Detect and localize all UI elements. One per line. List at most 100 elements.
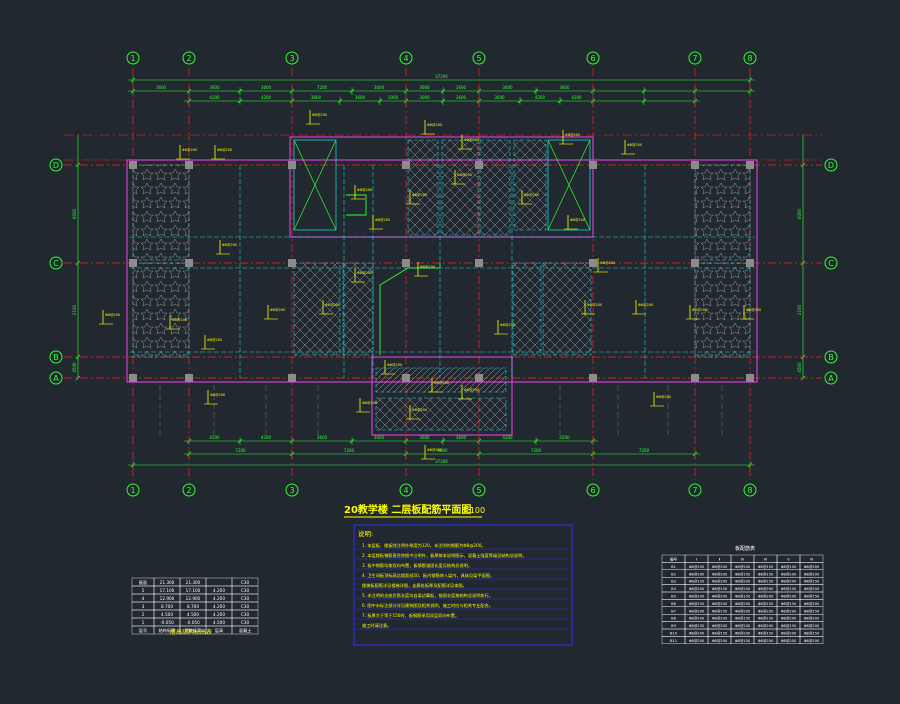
rebar-label-12: Φ8@200 bbox=[325, 303, 340, 307]
rebar-cell-text: Φ8@200 bbox=[735, 580, 751, 584]
rebar-cell-text: Ⅲ bbox=[741, 558, 744, 562]
rebar-label-13: Φ8@200 bbox=[357, 271, 372, 275]
rebar-cell-text: Φ8@200 bbox=[689, 639, 705, 643]
rebar-label-19: Φ8@200 bbox=[746, 308, 761, 312]
level-cell-text: 4.500 bbox=[187, 612, 199, 617]
rebar-cell-text: Φ8@200 bbox=[689, 587, 705, 591]
rebar-cell-text: Φ8@200 bbox=[735, 602, 751, 606]
rebar-cell-text: Φ8@200 bbox=[712, 602, 728, 606]
level-cell-text: C30 bbox=[241, 604, 250, 609]
rebar-label-22: Φ8@200 bbox=[375, 218, 390, 222]
slab-canopy bbox=[375, 367, 507, 393]
level-cell-text: 4.200 bbox=[213, 596, 225, 601]
rebar-cell-text: Φ8@200 bbox=[712, 580, 728, 584]
rebar-label-1: Φ8@200 bbox=[312, 113, 327, 117]
axis-bubble-2-bottom bbox=[182, 483, 196, 497]
axis-label-D: D bbox=[53, 161, 59, 170]
dim-right-text: 2100 bbox=[797, 304, 802, 315]
rebar-cell-text: B5 bbox=[671, 595, 676, 599]
axis-bubble-7-top bbox=[688, 51, 702, 65]
column bbox=[475, 259, 483, 267]
stair-line-top bbox=[346, 194, 367, 216]
level-table-caption: 层高结构标高表 bbox=[170, 628, 212, 636]
axis-bubble-A-left bbox=[49, 371, 63, 385]
axis-label-5: 5 bbox=[476, 54, 481, 63]
level-cell-text: 4.200 bbox=[213, 604, 225, 609]
level-cell-text: -0.050 bbox=[160, 620, 174, 625]
level-cell-text: 8.700 bbox=[161, 604, 173, 609]
dim-right-text: 6000 bbox=[797, 208, 802, 219]
rebar-cell-text: Φ8@150 bbox=[758, 572, 774, 576]
notes-line-4: 4. 卫生间板顶标高比楼面低50，板内钢筋伸入梁内，具体见梁平面图， bbox=[362, 572, 494, 579]
rebar-cell-text: B1 bbox=[671, 565, 676, 569]
rebar-cell-text: Φ8@200 bbox=[712, 624, 728, 628]
column bbox=[402, 374, 410, 382]
column bbox=[589, 161, 597, 169]
axis-label-1: 1 bbox=[130, 486, 135, 495]
level-cell bbox=[231, 625, 259, 635]
slab-corridor-left bbox=[342, 262, 374, 356]
column bbox=[185, 374, 193, 382]
dim-bottom-mid-text: 7200 bbox=[235, 448, 246, 453]
rebar-cell-text: Φ8@200 bbox=[781, 609, 797, 613]
axis-label-3: 3 bbox=[289, 54, 294, 63]
core-upper-wall bbox=[289, 136, 594, 238]
dim-top-upper-text: 3600 bbox=[209, 85, 220, 90]
rebar-label-6: Φ8@200 bbox=[182, 148, 197, 152]
rebar-cell-text: Ⅵ bbox=[810, 558, 813, 562]
rebar-label-10: Φ8@200 bbox=[105, 313, 120, 317]
axis-label-B: B bbox=[53, 353, 59, 362]
dim-bottom-upper-text: 3600 bbox=[419, 435, 430, 440]
dim-bottom-upper-text: 4200 bbox=[209, 435, 220, 440]
slab-corridor-right bbox=[512, 262, 542, 356]
rebar-label-4: Φ8@200 bbox=[565, 133, 580, 137]
shaft-right bbox=[547, 139, 591, 231]
rebar-cell-text: Φ8@150 bbox=[758, 580, 774, 584]
rebar-cell-text: Φ8@200 bbox=[781, 572, 797, 576]
axis-label-7: 7 bbox=[692, 486, 697, 495]
axis-label-2: 2 bbox=[186, 54, 191, 63]
rebar-cell-text: Φ8@200 bbox=[758, 609, 774, 613]
dim-top-lower-text: 3600 bbox=[355, 95, 366, 100]
rebar-cell-text: Φ8@200 bbox=[689, 572, 705, 576]
column bbox=[746, 259, 754, 267]
axis-label-5: 5 bbox=[476, 486, 481, 495]
rebar-label-3: Φ8@200 bbox=[464, 138, 479, 142]
rebar-table-title: 板配筋表 bbox=[735, 545, 755, 552]
level-cell-text: C30 bbox=[241, 612, 250, 617]
slab-entrance bbox=[375, 397, 507, 431]
rebar-cell-text: Φ8@150 bbox=[781, 565, 797, 569]
rebar-cell-text: Φ8@150 bbox=[804, 595, 820, 599]
rebar-label-27: Φ8@200 bbox=[387, 363, 402, 367]
rebar-label-25: Φ8@200 bbox=[524, 193, 539, 197]
rebar-cell-text: Ⅰ bbox=[696, 558, 697, 562]
rebar-cell-text: B8 bbox=[671, 617, 676, 621]
axis-label-A: A bbox=[53, 374, 59, 383]
building-outline bbox=[126, 136, 758, 436]
axis-bubble-8-bottom bbox=[743, 483, 757, 497]
column bbox=[691, 259, 699, 267]
rebar-label-14: Φ8@200 bbox=[420, 265, 435, 269]
rebar-cell-text: Φ8@200 bbox=[735, 565, 751, 569]
rebar-cell-text: 编号 bbox=[670, 557, 678, 562]
notes-heading: 说明: bbox=[358, 529, 373, 538]
dim-top-lower-text: 4200 bbox=[261, 95, 272, 100]
level-cell-text: 4.500 bbox=[213, 620, 225, 625]
column bbox=[129, 259, 137, 267]
rebar-cell-text: B11 bbox=[670, 639, 677, 643]
rebar-cell-text: Φ8@200 bbox=[689, 617, 705, 621]
rebar-cell-text: Φ8@200 bbox=[758, 624, 774, 628]
rebar-annotations: Φ8@200Φ8@200Φ8@200Φ8@200Φ8@200Φ8@200Φ8@2… bbox=[99, 110, 761, 460]
dim-bottom-upper-text: 3600 bbox=[456, 435, 467, 440]
axis-bubble-4-top bbox=[399, 51, 413, 65]
dim-right-text: 4500 bbox=[797, 362, 802, 373]
dim-top-upper-text: 3600 bbox=[559, 85, 570, 90]
rebar-cell-text: Φ8@150 bbox=[712, 632, 728, 636]
rebar-cell-text: Φ8@150 bbox=[689, 624, 705, 628]
column bbox=[288, 259, 296, 267]
dim-top-upper-text: 3600 bbox=[261, 85, 272, 90]
rebar-cell-text: Φ8@200 bbox=[712, 572, 728, 576]
notes-line-5: 楼梯板配筋详见楼梯详图，走廊处板厚及配筋详见本图， bbox=[362, 582, 467, 589]
